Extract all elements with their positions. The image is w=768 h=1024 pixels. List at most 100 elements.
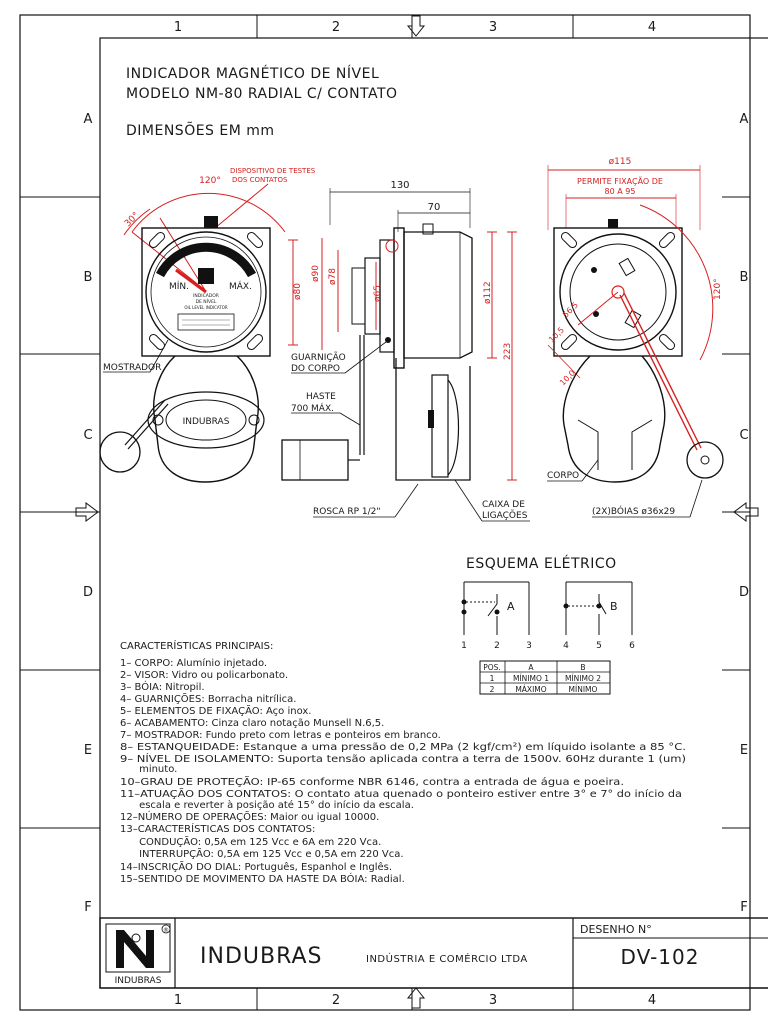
- spec-line: INTERRUPÇÃO: 0,5A em 125 Vcc e 0,5A em 2…: [120, 847, 404, 860]
- position-table: POS. A B 1 MÍNIMO 1 MÍNIMO 2 2 MÁXIMO MÍ…: [479, 660, 611, 695]
- front-angle-120: 120°: [199, 176, 221, 186]
- row-label-b: B: [84, 270, 93, 285]
- drawing-number: DV-102: [621, 945, 700, 969]
- pin-4: 4: [563, 641, 569, 651]
- row-label-f: F: [84, 900, 91, 915]
- front-view: 120° 30° DISPOSITIVO DE TESTES DOS CONTA…: [99, 167, 316, 483]
- table-header-b: B: [580, 663, 585, 672]
- spec-line: escala e reverter à posição até 15° do i…: [120, 799, 414, 811]
- mount-label-1: PERMITE FIXAÇÃO DE: [577, 176, 663, 186]
- col-label-3-bottom: 3: [489, 993, 497, 1008]
- junction-label-1: CAIXA DE: [482, 500, 525, 510]
- company-subtitle: INDÚSTRIA E COMÉRCIO LTDA: [366, 952, 528, 965]
- pin-3: 3: [526, 641, 532, 651]
- drawing-header: INDICADOR MAGNÉTICO DE NÍVEL MODELO NM-8…: [126, 65, 398, 139]
- rear-view: ø115 PERMITE FIXAÇÃO DE 80 A 95 56,5 10,…: [547, 157, 724, 518]
- svg-text:®: ®: [163, 927, 169, 934]
- spec-line: 12–NÚMERO DE OPERAÇÕES: Maior ou igual 1…: [120, 810, 379, 823]
- dim-223: 223: [503, 343, 513, 360]
- side-float: [281, 439, 349, 481]
- mount-label-2: 80 A 95: [605, 187, 636, 196]
- dial-scale-arc: [156, 242, 256, 278]
- thread-label: ROSCA RP 1/2": [313, 507, 381, 517]
- spec-line: 9– NÍVEL DE ISOLAMENTO: Suporta tensão a…: [120, 752, 686, 765]
- units-note: DIMENSÕES EM mm: [126, 122, 275, 139]
- specifications: CARACTERÍSTICAS PRINCIPAIS: 1– CORPO: Al…: [120, 639, 686, 885]
- spec-line: CONDUÇÃO: 0,5A em 125 Vcc e 6A em 220 Vc…: [120, 835, 381, 848]
- row-label-d: D: [83, 585, 93, 600]
- col-label-4-bottom: 4: [648, 993, 656, 1008]
- dial-nameplate: [177, 313, 235, 331]
- table-row-2-a: MÁXIMO: [515, 685, 546, 694]
- dial-text-2: DE NÍVEL: [196, 298, 217, 305]
- table-row-1-a: MÍNIMO 1: [513, 674, 549, 683]
- table-row-1-b: MÍNIMO 2: [565, 674, 601, 683]
- row-label-c-right: C: [739, 428, 748, 443]
- col-label-3: 3: [489, 20, 497, 35]
- dim-78: ø78: [328, 268, 338, 285]
- col-label-2: 2: [332, 20, 340, 35]
- rod-label-2: 700 MÁX.: [291, 402, 334, 414]
- dial-min: MÍN.: [169, 280, 189, 292]
- spec-line: 6– ACABAMENTO: Cinza claro notação Munse…: [120, 718, 384, 729]
- rear-angle-120: 120°: [713, 278, 723, 300]
- row-label-e-right: E: [740, 743, 748, 758]
- center-arrow-right-icon: [733, 502, 759, 522]
- row-label-f-right: F: [740, 900, 747, 915]
- front-angle-30: 30°: [123, 211, 141, 229]
- spec-line: 14–INSCRIÇÃO DO DIAL: Português, Espanho…: [120, 860, 392, 873]
- col-label-4: 4: [648, 20, 656, 35]
- col-label-2-bottom: 2: [332, 993, 340, 1008]
- schematic-title: ESQUEMA ELÉTRICO: [466, 555, 617, 572]
- spec-line: 1– CORPO: Alumínio injetado.: [120, 657, 267, 669]
- pin-2: 2: [494, 641, 500, 651]
- pin-5: 5: [596, 641, 602, 651]
- test-knob-icon: [204, 216, 218, 228]
- angle-arc-120: [131, 192, 286, 233]
- dial-text-3: OIL LEVEL INDICATOR: [184, 305, 228, 310]
- floats-label: (2X)BÓIAS ø36x29: [592, 505, 675, 517]
- test-device-label-1: DISPOSITIVO DE TESTES: [230, 167, 316, 175]
- row-label-d-right: D: [739, 585, 749, 600]
- body-label: CORPO: [547, 471, 579, 481]
- dim-80: ø80: [293, 283, 303, 300]
- dim-90: ø90: [311, 265, 321, 282]
- switch-a-label: A: [507, 600, 515, 613]
- row-label-b-right: B: [740, 270, 749, 285]
- dim-70: 70: [428, 202, 441, 213]
- table-row-2-pos: 2: [490, 685, 495, 694]
- spec-line: 5– ELEMENTOS DE FIXAÇÃO: Aço inox.: [120, 704, 311, 717]
- front-lower-body: [153, 355, 259, 483]
- test-device-label-2: DOS CONTATOS: [232, 176, 288, 184]
- switch-b-label: B: [610, 600, 618, 613]
- title-line-2: MODELO NM-80 RADIAL C/ CONTATO: [126, 86, 398, 102]
- electrical-schematic: ESQUEMA ELÉTRICO A: [461, 555, 635, 695]
- rod-label-1: HASTE: [306, 392, 336, 402]
- spec-line: 13–CARACTERÍSTICAS DOS CONTATOS:: [120, 822, 315, 835]
- row-label-a-right: A: [740, 112, 749, 127]
- center-arrow-top-icon: [406, 15, 426, 37]
- spec-line: 8– ESTANQUEIDADE: Estanque a uma pressão…: [120, 741, 686, 753]
- spec-line: 7– MOSTRADOR: Fundo preto com letras e p…: [120, 730, 441, 741]
- angle-arc-30: [123, 208, 151, 236]
- dim-65: ø65: [373, 285, 383, 302]
- center-arrow-left-icon: [75, 502, 99, 522]
- junction-box-cover: [431, 374, 449, 478]
- dim-115: ø115: [609, 157, 632, 167]
- title-block: ® INDUBRAS INDUBRAS INDÚSTRIA E COMÉRCIO…: [99, 917, 768, 989]
- company-logo-icon: ®: [105, 923, 171, 973]
- table-row-2-b: MÍNIMO: [569, 685, 598, 694]
- pin-1: 1: [461, 641, 467, 651]
- dial-pointer-icon: [175, 268, 207, 294]
- spec-line: 3– BÓIA: Nitropil.: [120, 680, 205, 693]
- table-row-1-pos: 1: [490, 674, 495, 683]
- table-header-pos: POS.: [483, 663, 501, 672]
- front-logo-text: INDUBRAS: [183, 417, 230, 427]
- row-label-c: C: [83, 428, 92, 443]
- title-line-1: INDICADOR MAGNÉTICO DE NÍVEL: [126, 65, 379, 82]
- side-flange: [393, 227, 405, 369]
- switch-a: A: [461, 581, 530, 635]
- table-header-a: A: [528, 663, 534, 672]
- dial-max: MÁX.: [229, 280, 252, 292]
- spec-line: 2– VISOR: Vidro ou policarbonato.: [120, 670, 288, 681]
